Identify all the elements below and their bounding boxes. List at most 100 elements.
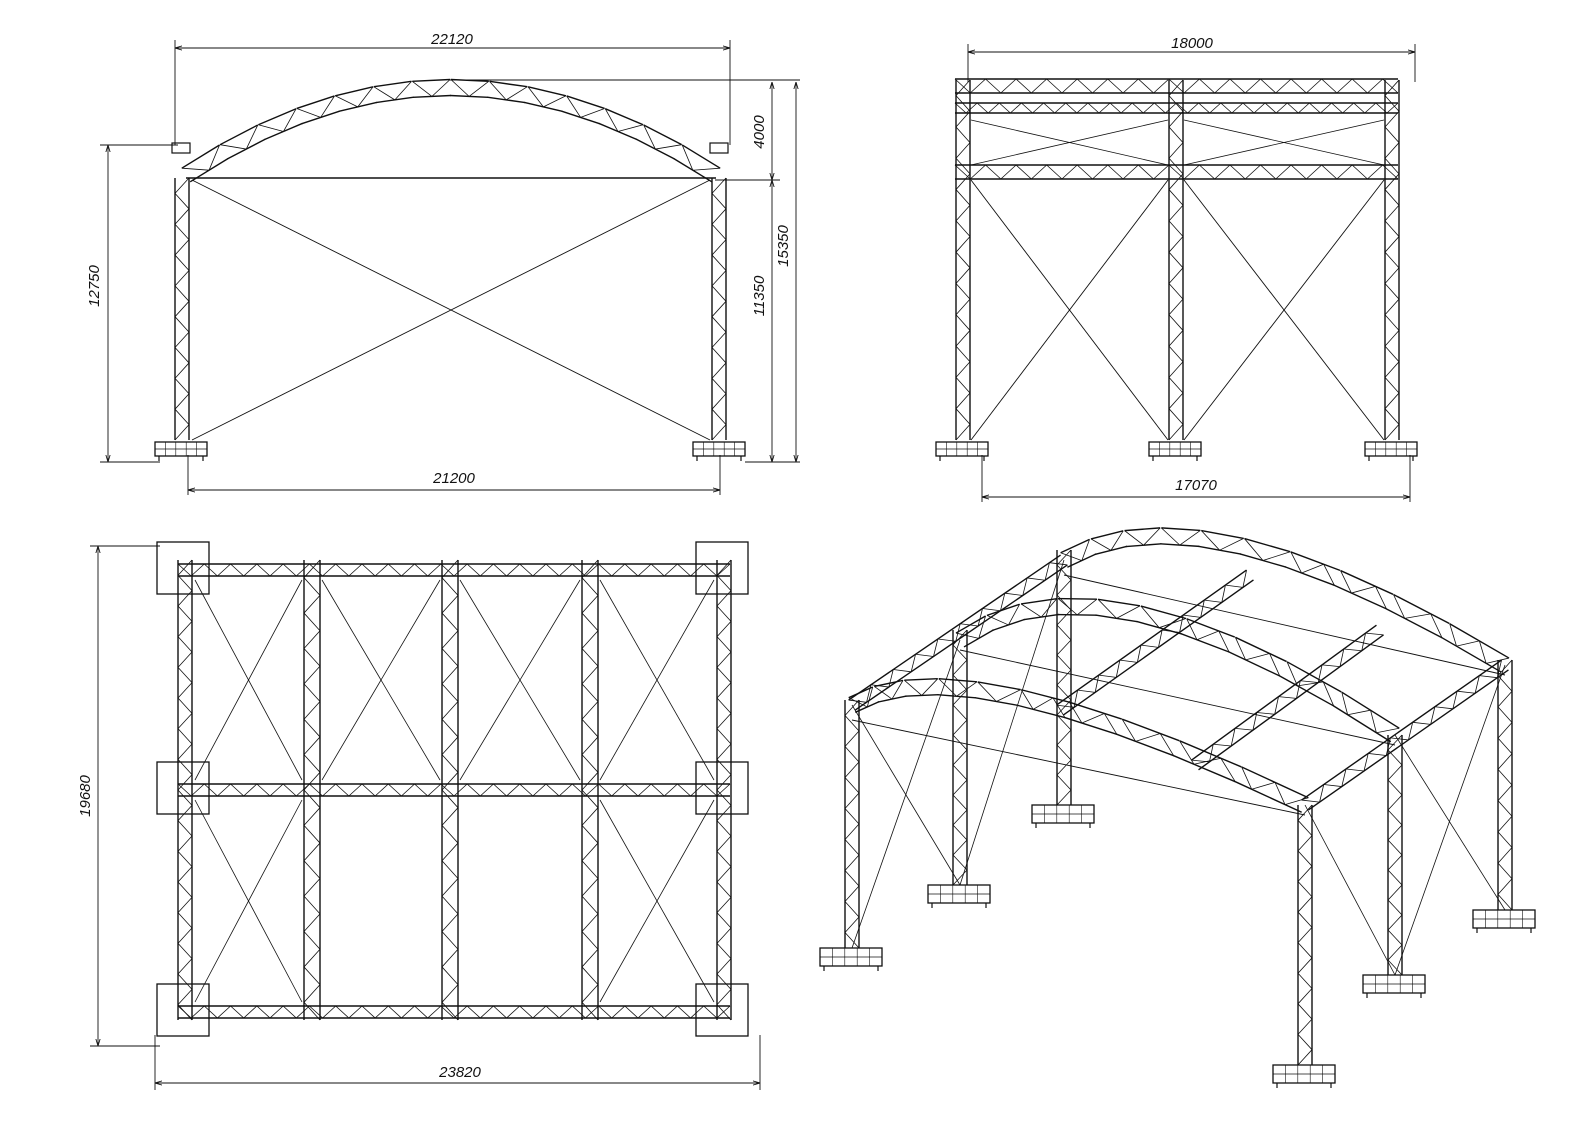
front-diagonal-brace — [191, 179, 711, 441]
iso-guy-brace — [1394, 664, 1506, 976]
iso-tower — [1056, 549, 1072, 806]
side-lower-chord — [954, 164, 1399, 180]
arch-segment — [1441, 623, 1510, 673]
iso-ballast-base — [1031, 804, 1095, 828]
arch-segment — [1116, 718, 1180, 757]
plan-base-plate — [156, 983, 210, 1037]
arch-segment — [598, 108, 644, 141]
arch-segment — [874, 679, 907, 703]
plan-longitudinal-truss — [581, 559, 599, 1021]
iso-guy-brace — [1304, 804, 1396, 976]
arch-segment — [986, 603, 1026, 632]
iso-tower — [1297, 804, 1313, 1066]
iso-tie-cable — [959, 649, 1396, 746]
iso-right-edge-truss — [1301, 659, 1509, 811]
arch-segment — [1124, 527, 1162, 548]
plan-diagonal-brace — [321, 579, 441, 781]
plan-diagonal-brace — [194, 579, 303, 781]
plan-base-plate — [695, 541, 749, 595]
arch-segment — [181, 144, 229, 183]
side-dimensions: 18000 17070 — [967, 35, 1416, 502]
arch-segment — [373, 80, 414, 104]
arch-segment — [974, 681, 1021, 707]
arch-segment — [1060, 538, 1097, 568]
iso-cross-truss — [1056, 569, 1254, 716]
arch-segment — [1332, 691, 1400, 743]
plan-longitudinal-truss — [177, 559, 193, 1021]
arch-segment — [1095, 598, 1141, 623]
arch-segment — [937, 678, 978, 699]
iso-tower — [1387, 734, 1403, 976]
side-roof-brace — [970, 119, 1169, 166]
side-ballast-base — [1148, 441, 1202, 461]
dim-front-total-height: 15350 — [775, 224, 792, 266]
iso-ballast-base — [819, 947, 883, 971]
plan-base-plate — [156, 541, 210, 595]
plan-diagonal-brace — [459, 579, 581, 781]
iso-guy-brace — [959, 559, 1065, 886]
right-ballast-base — [692, 441, 746, 461]
side-elevation-view: 18000 17070 — [935, 35, 1418, 502]
side-tower — [955, 79, 971, 441]
plan-base-plate — [695, 761, 749, 815]
isometric-truss-structure — [819, 527, 1536, 1088]
iso-guy-brace — [1394, 734, 1506, 911]
arch-segment — [1228, 636, 1287, 677]
arch-segment — [1020, 597, 1060, 621]
arch-segment — [1333, 569, 1394, 610]
left-sleeve-block — [171, 142, 191, 154]
arch-segment — [1160, 527, 1201, 548]
isometric-view — [819, 527, 1536, 1088]
iso-left-edge-truss — [848, 554, 1068, 711]
iso-middle-arch — [955, 597, 1400, 743]
side-roof-brace — [1183, 119, 1385, 166]
side-truss-frame — [935, 78, 1418, 461]
arch-segment — [412, 78, 451, 98]
plan-longitudinal-truss — [441, 559, 459, 1021]
arch-segment — [904, 678, 939, 697]
iso-front-arch — [848, 678, 1309, 813]
dim-front-side-height: 12750 — [86, 264, 103, 306]
side-upper-chord — [954, 102, 1399, 114]
plan-base-plate — [695, 983, 749, 1037]
dim-side-top-width: 18000 — [1171, 35, 1213, 52]
arch-segment — [1057, 597, 1098, 616]
plan-diagonal-brace — [194, 799, 303, 1003]
arch-segment — [636, 124, 683, 160]
side-ballast-base — [935, 441, 989, 461]
iso-tower — [952, 629, 968, 886]
iso-tie-cable — [851, 719, 1306, 816]
arch-segment — [1198, 529, 1244, 555]
side-top-chord — [954, 78, 1399, 94]
arch-segment — [296, 95, 340, 125]
side-diagonal-brace — [970, 179, 1169, 441]
front-roof-arch — [181, 78, 721, 183]
dim-plan-width: 23820 — [438, 1064, 481, 1081]
left-ballast-base — [154, 441, 208, 461]
plan-cross-truss — [177, 563, 731, 577]
plan-longitudinal-truss — [303, 559, 321, 1021]
right-tower — [711, 177, 727, 441]
side-tower — [1384, 79, 1400, 441]
arch-segment — [561, 95, 605, 125]
iso-guy-brace — [851, 639, 961, 949]
arch-segment — [673, 144, 721, 183]
plan-longitudinal-truss — [716, 559, 732, 1021]
iso-ballast-base — [1272, 1064, 1336, 1088]
arch-segment — [335, 86, 377, 113]
arch-segment — [219, 124, 266, 160]
plan-diagonal-brace — [599, 799, 715, 1003]
iso-tie-cable — [1063, 574, 1506, 676]
iso-tower — [1497, 659, 1513, 911]
side-diagonal-brace — [1183, 179, 1385, 441]
iso-ballast-base — [927, 884, 991, 908]
front-dimensions: 22120 21200 12750 4000 11350 15350 — [86, 31, 800, 495]
arch-segment — [487, 80, 528, 104]
iso-ballast-base — [1362, 974, 1426, 998]
arch-segment — [1284, 551, 1341, 586]
plan-base-plate — [156, 761, 210, 815]
arch-segment — [1180, 618, 1236, 653]
front-truss-frame — [154, 78, 746, 461]
dim-front-column-height: 11350 — [751, 275, 768, 316]
